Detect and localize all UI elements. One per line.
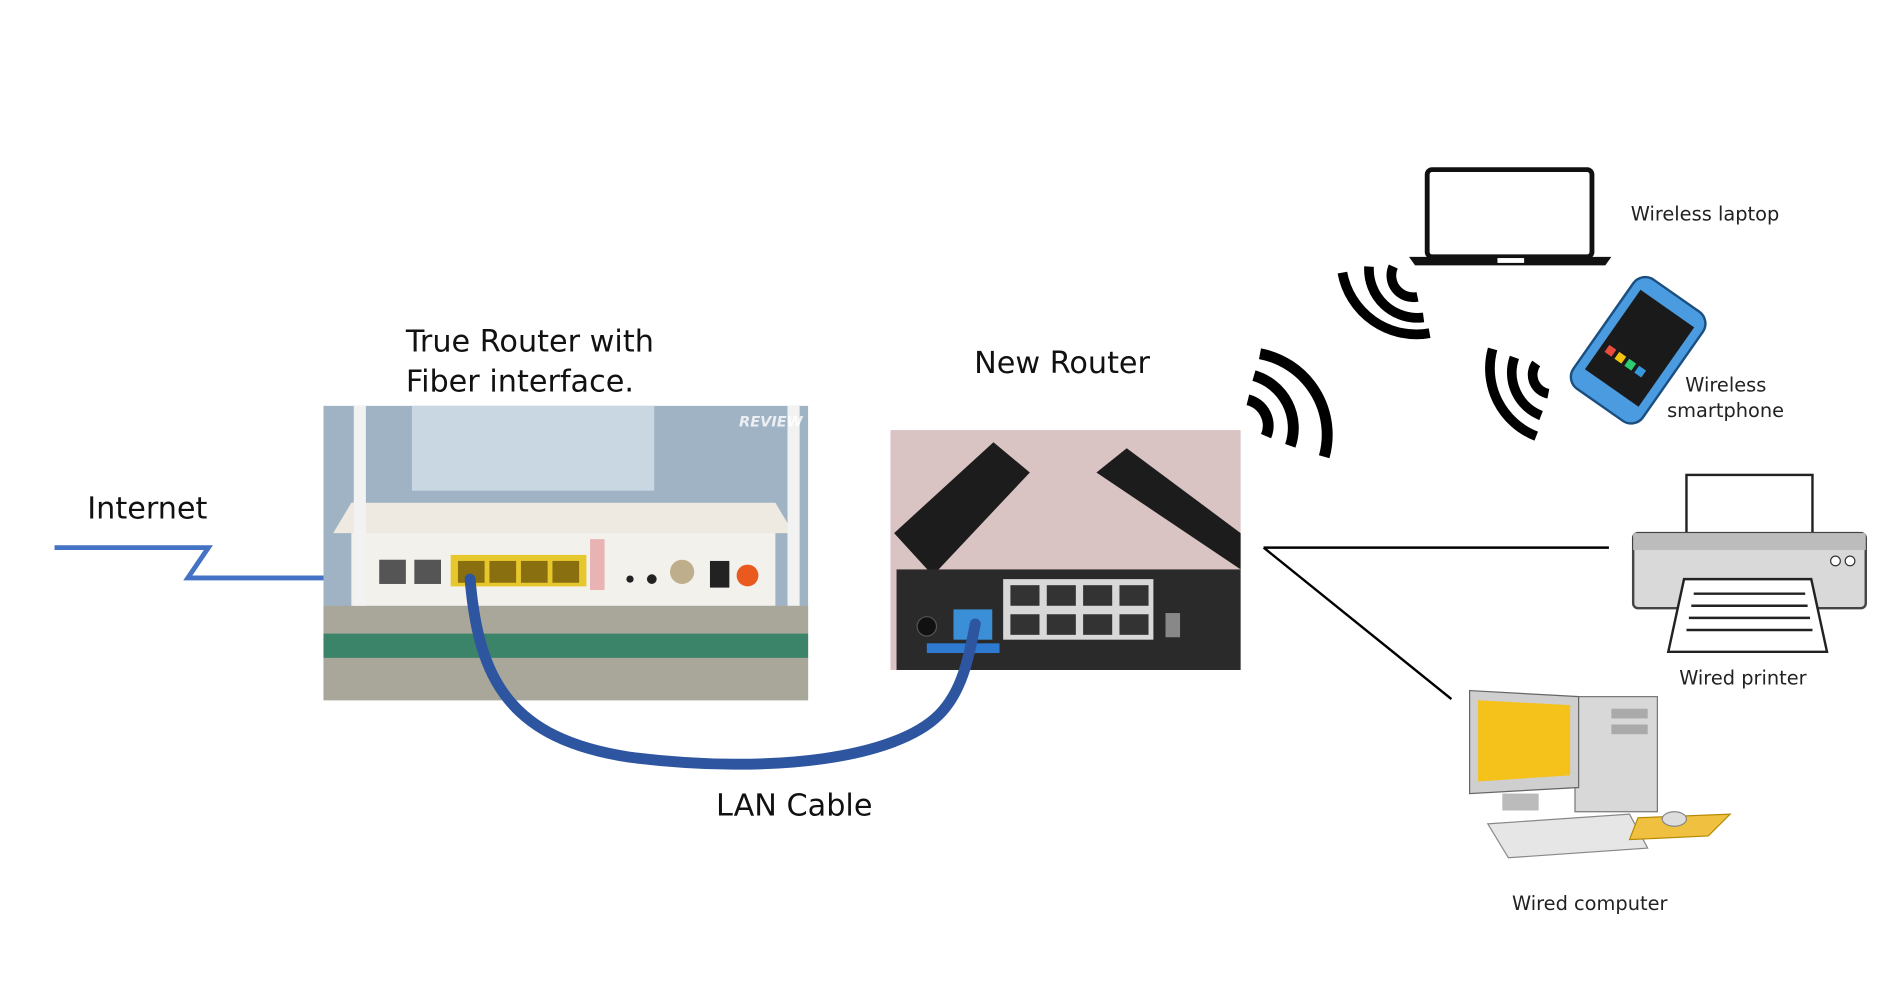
wifi-signal-icon <box>1246 348 1333 459</box>
lan-cable <box>464 573 981 770</box>
true-router-label-line2: Fiber interface. <box>406 364 634 399</box>
true-router-label-line1: True Router with <box>405 324 654 359</box>
new-router-image <box>890 430 1241 670</box>
wireless-laptop-label: Wireless laptop <box>1631 203 1780 226</box>
laptop-wifi-icon <box>1337 264 1431 340</box>
printer-icon <box>1631 473 1867 654</box>
internet-line <box>54 545 337 581</box>
review-watermark: REVIEW <box>739 414 804 430</box>
smartphone-wifi-icon <box>1485 347 1550 441</box>
smartphone-icon <box>1569 275 1707 425</box>
internet-label: Internet <box>87 492 207 527</box>
laptop-icon <box>1409 167 1612 266</box>
wired-printer-label: Wired printer <box>1679 667 1806 690</box>
lan-cable-label: LAN Cable <box>716 788 872 823</box>
wired-computer-label: Wired computer <box>1512 892 1668 915</box>
wireless-smartphone-label-line1: Wireless <box>1685 373 1766 396</box>
true-router-image: REVIEW <box>323 405 809 701</box>
new-router-label: New Router <box>974 346 1150 381</box>
desktop-computer-icon <box>1468 689 1732 859</box>
wireless-smartphone-label-line2: smartphone <box>1667 399 1784 422</box>
wired-link-computer <box>1262 546 1453 701</box>
